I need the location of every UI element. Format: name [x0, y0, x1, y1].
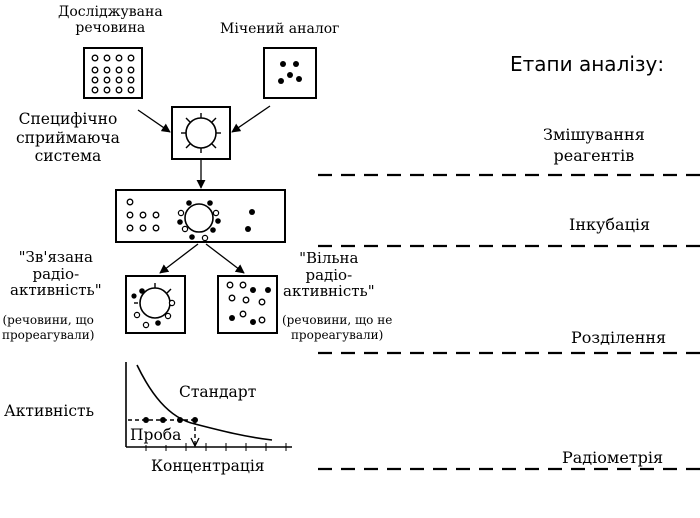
labeled-analog-label: Мічений аналог [220, 21, 340, 37]
standard-curve-graph [125, 362, 292, 451]
test-substance-box [83, 47, 143, 99]
graph-y-label: Активність [4, 402, 95, 420]
bound-label: "Зв'язана радіо- активність" [10, 248, 102, 299]
graph-x-label: Концентрація [151, 457, 265, 475]
test-substance-label: Досліджувана речовина [58, 4, 163, 37]
bound-box [125, 275, 186, 334]
arrow-analog-to-receptor [231, 105, 271, 133]
bound-note: (речовини, що прореагували) [2, 313, 95, 342]
free-note: (речовини, що не прореагували) [282, 313, 393, 342]
arrow-to-free [205, 243, 245, 274]
stage-mixing-label: Змішування реагентів [543, 125, 645, 165]
stage-separation-label: Розділення [571, 328, 667, 347]
stages-heading: Етапи аналізу: [510, 52, 665, 76]
stage-incubation-label: Інкубація [569, 215, 651, 234]
receptor-system-label: Специфічно сприймаюча система [16, 110, 120, 166]
free-box [217, 275, 278, 334]
arrow-to-bound [159, 243, 199, 274]
receptor-system-box [171, 106, 231, 160]
labeled-analog-box [263, 47, 317, 99]
stage-separators [318, 173, 700, 471]
sample-label: Проба [129, 426, 183, 445]
standard-curve-label: Стандарт [179, 383, 257, 401]
incubation-box [115, 189, 286, 243]
stage-radiometry-label: Радіометрія [562, 448, 664, 467]
arrow-substance-to-receptor [137, 109, 171, 133]
free-label: "Вільна радіо- активність" [283, 249, 375, 300]
